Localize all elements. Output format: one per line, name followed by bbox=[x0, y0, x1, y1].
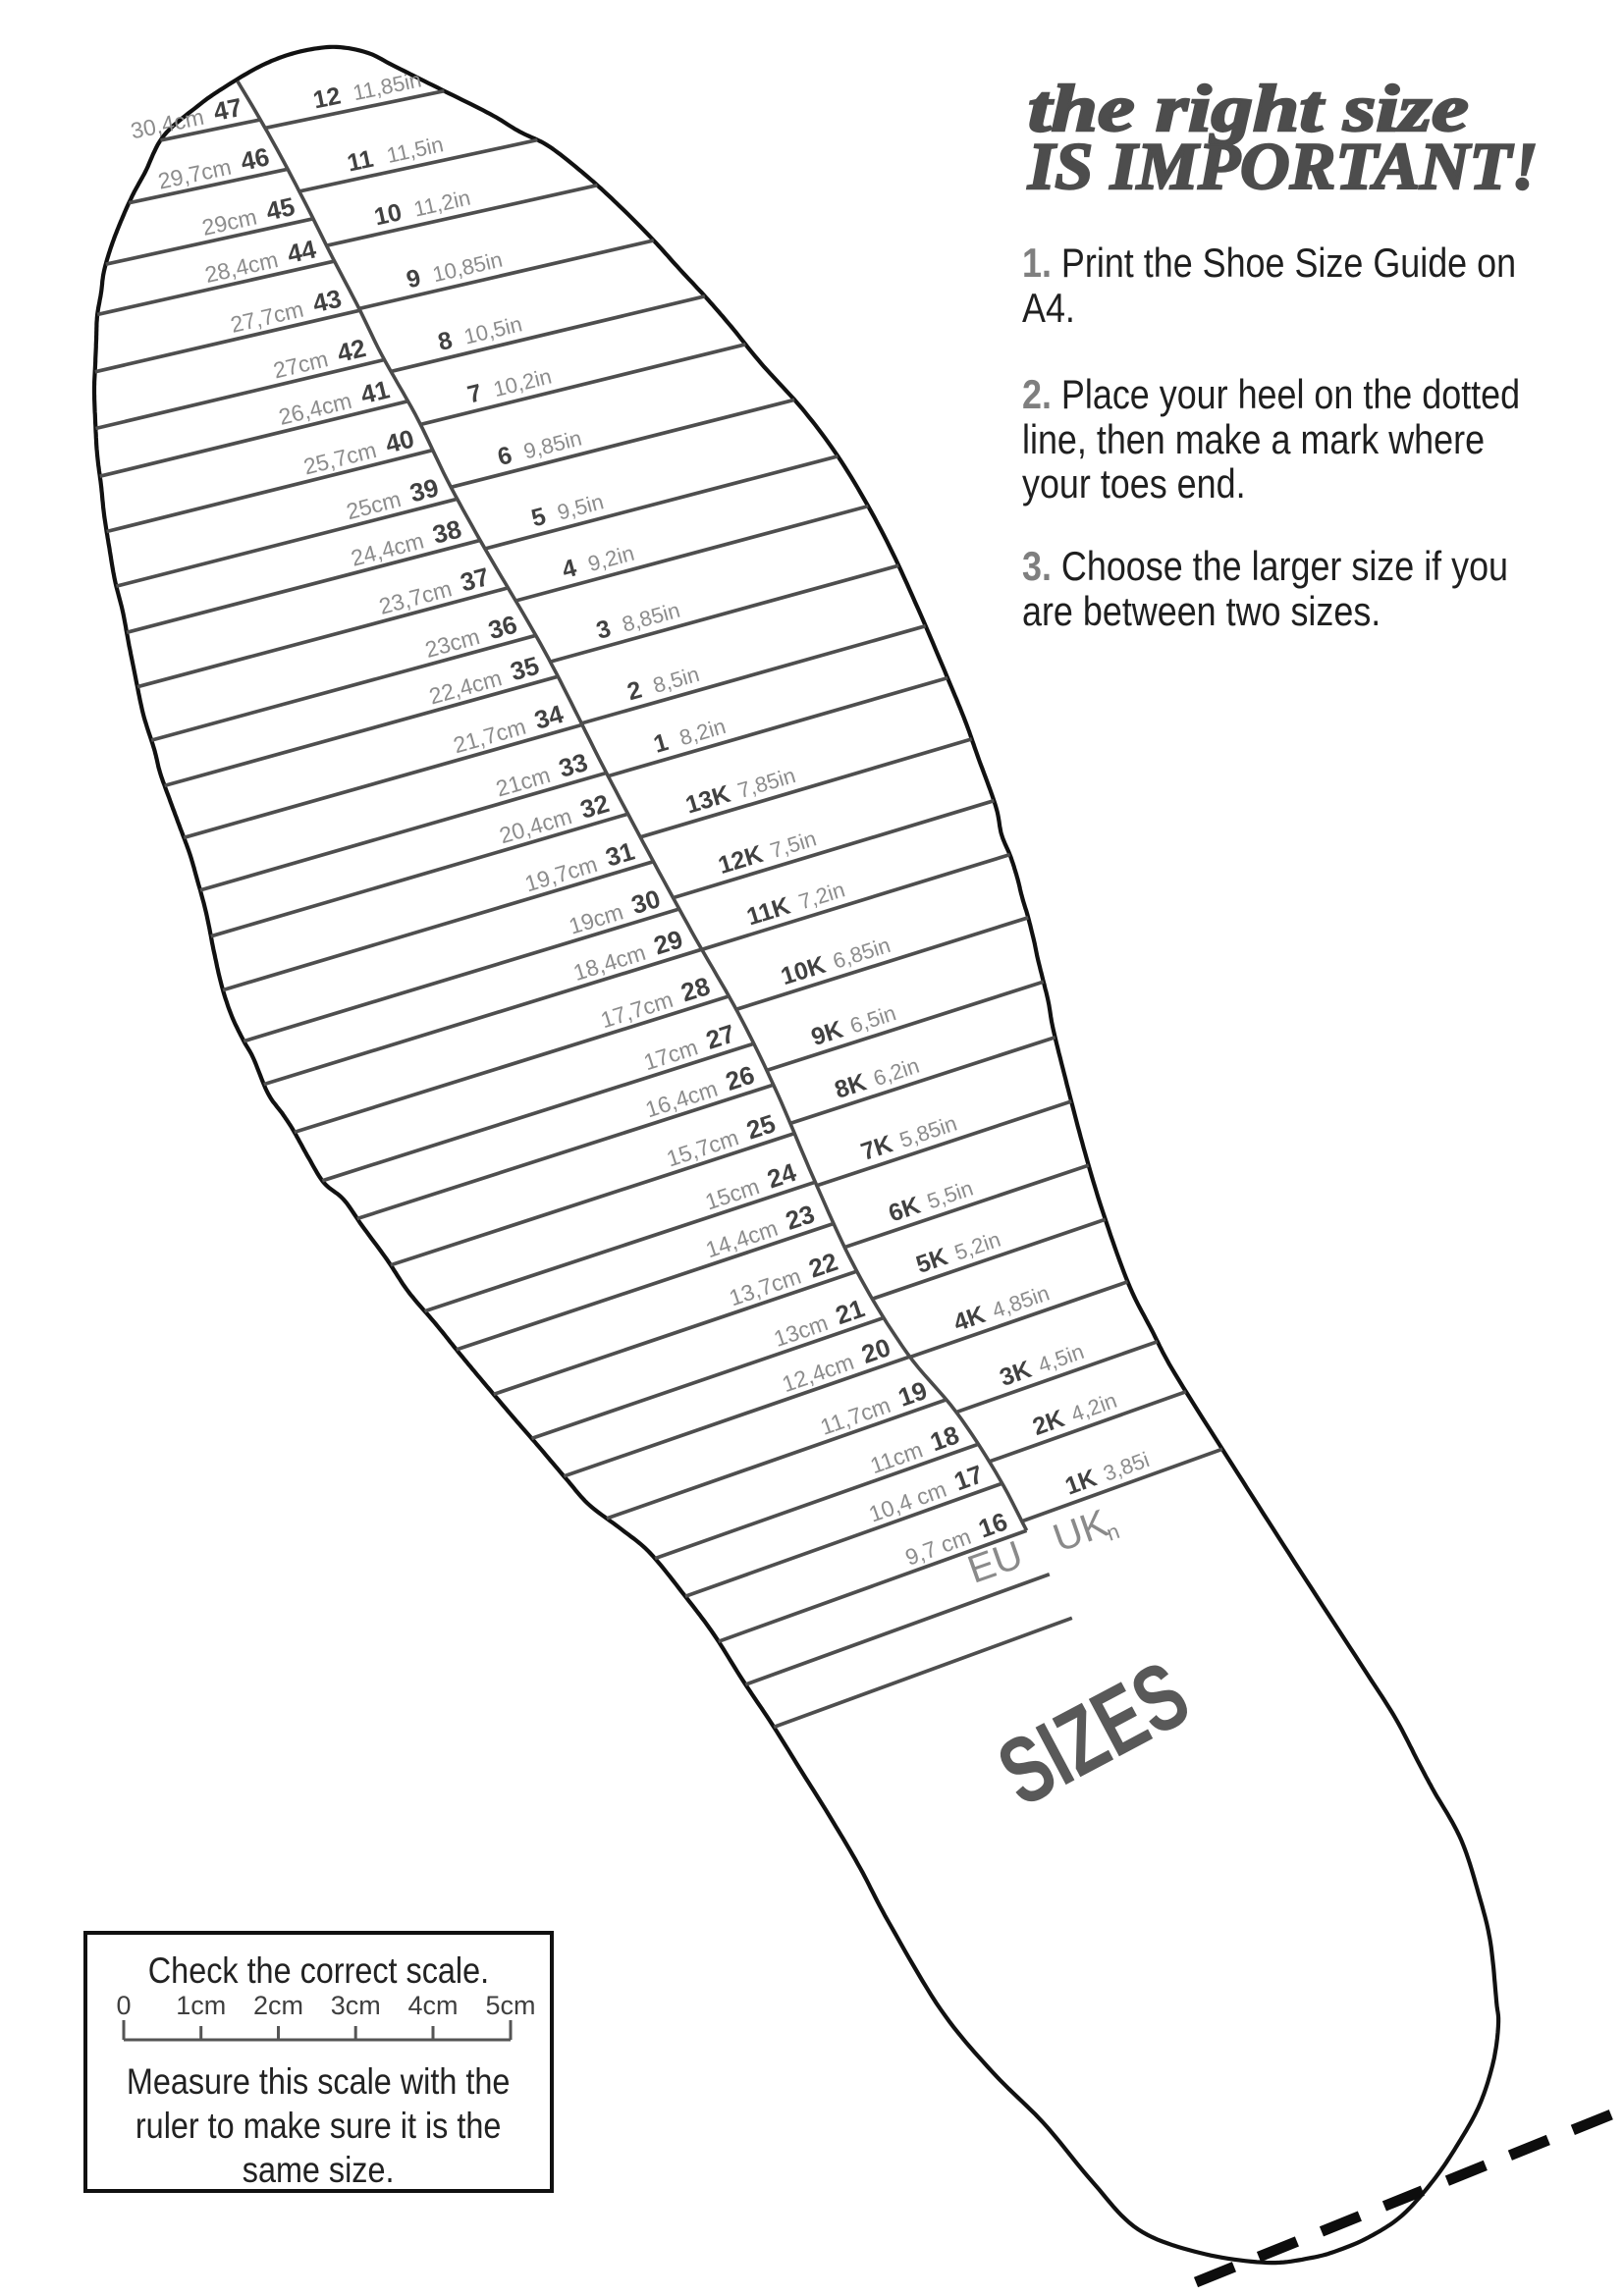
svg-text:7: 7 bbox=[464, 379, 484, 409]
svg-text:6: 6 bbox=[495, 442, 514, 472]
svg-text:12: 12 bbox=[311, 81, 344, 114]
svg-text:10: 10 bbox=[372, 198, 405, 231]
svg-text:0: 0 bbox=[116, 1991, 131, 2020]
svg-text:8: 8 bbox=[435, 326, 455, 355]
svg-text:1cm: 1cm bbox=[176, 1991, 226, 2020]
svg-text:45: 45 bbox=[263, 191, 298, 226]
svg-text:40: 40 bbox=[382, 423, 416, 458]
svg-text:47: 47 bbox=[211, 92, 244, 127]
svg-text:46: 46 bbox=[238, 141, 272, 176]
svg-text:2cm: 2cm bbox=[253, 1991, 303, 2020]
svg-text:41: 41 bbox=[357, 374, 392, 409]
svg-text:4cm: 4cm bbox=[407, 1991, 458, 2020]
svg-text:39: 39 bbox=[406, 472, 441, 507]
svg-text:5cm: 5cm bbox=[485, 1991, 535, 2020]
svg-text:11: 11 bbox=[345, 145, 376, 178]
svg-text:3cm: 3cm bbox=[331, 1991, 381, 2020]
svg-text:42: 42 bbox=[334, 333, 368, 368]
svg-text:43: 43 bbox=[310, 284, 345, 319]
svg-text:44: 44 bbox=[285, 234, 319, 269]
svg-text:9: 9 bbox=[404, 264, 423, 294]
